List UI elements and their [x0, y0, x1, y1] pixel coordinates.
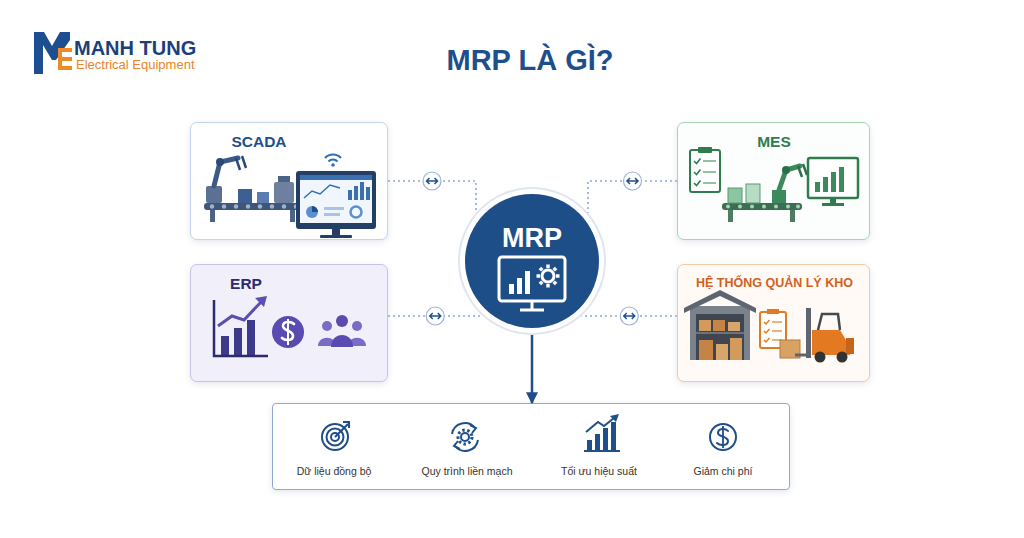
connector-group	[582, 307, 677, 325]
core-circle: MRP	[458, 187, 606, 335]
page-title: MRP LÀ GÌ?	[310, 43, 750, 77]
circle-fill	[465, 194, 599, 328]
logo-mark	[34, 32, 72, 74]
flow-arrow	[531, 335, 534, 403]
brand-name: MANH TUNG	[74, 37, 244, 60]
system-box: SCADA	[190, 122, 388, 240]
node-title: MES	[724, 132, 824, 151]
badge-arrow	[427, 178, 438, 184]
badge-circle	[620, 307, 638, 325]
badge-circle	[423, 172, 441, 190]
node-text: Giảm chi phí	[663, 465, 783, 478]
system-box: HỆ THỐNG QUẢN LÝ KHO	[677, 264, 870, 382]
logo-mark	[62, 57, 72, 61]
direction-badge	[620, 307, 638, 325]
connector-group	[388, 172, 476, 213]
node-text: Dữ liệu đồng bộ	[274, 465, 394, 478]
badge-arrow	[627, 178, 638, 184]
node-title: ERP	[196, 274, 296, 293]
logo-mark	[34, 32, 70, 74]
node-title: SCADA	[209, 132, 309, 151]
system-box: MES	[677, 122, 870, 240]
dotted-connector	[388, 315, 482, 317]
connector-group	[388, 307, 482, 325]
logo-mark	[62, 48, 72, 52]
dotted-connector	[388, 181, 476, 213]
circle-outline	[458, 187, 606, 335]
direction-badge	[423, 172, 441, 190]
node-title: MRP	[458, 222, 606, 254]
circle-halo	[458, 187, 606, 335]
direction-badge	[624, 172, 642, 190]
badge-arrow	[430, 313, 441, 319]
connector-group	[588, 172, 677, 213]
benefits-box: Dữ liệu đồng bộ Quy trình liền mạch Tối ưu…	[272, 403, 790, 490]
badge-circle	[426, 307, 444, 325]
badge-circle	[624, 172, 642, 190]
connector-group	[532, 335, 533, 403]
node-text: Quy trình liền mạch	[407, 465, 527, 478]
dotted-connector	[582, 315, 677, 317]
circle-ring	[460, 189, 604, 333]
system-box: ERP	[190, 264, 388, 382]
logo-mark	[62, 66, 72, 70]
node-title: HỆ THỐNG QUẢN LÝ KHO	[678, 276, 871, 291]
logo-mark	[58, 48, 62, 70]
brand-tagline: Electrical Equipment	[76, 57, 246, 73]
direction-badge	[426, 307, 444, 325]
dotted-connector	[588, 181, 677, 213]
node-text: Tối ưu hiệu suất	[539, 465, 659, 478]
badge-arrow	[624, 313, 635, 319]
